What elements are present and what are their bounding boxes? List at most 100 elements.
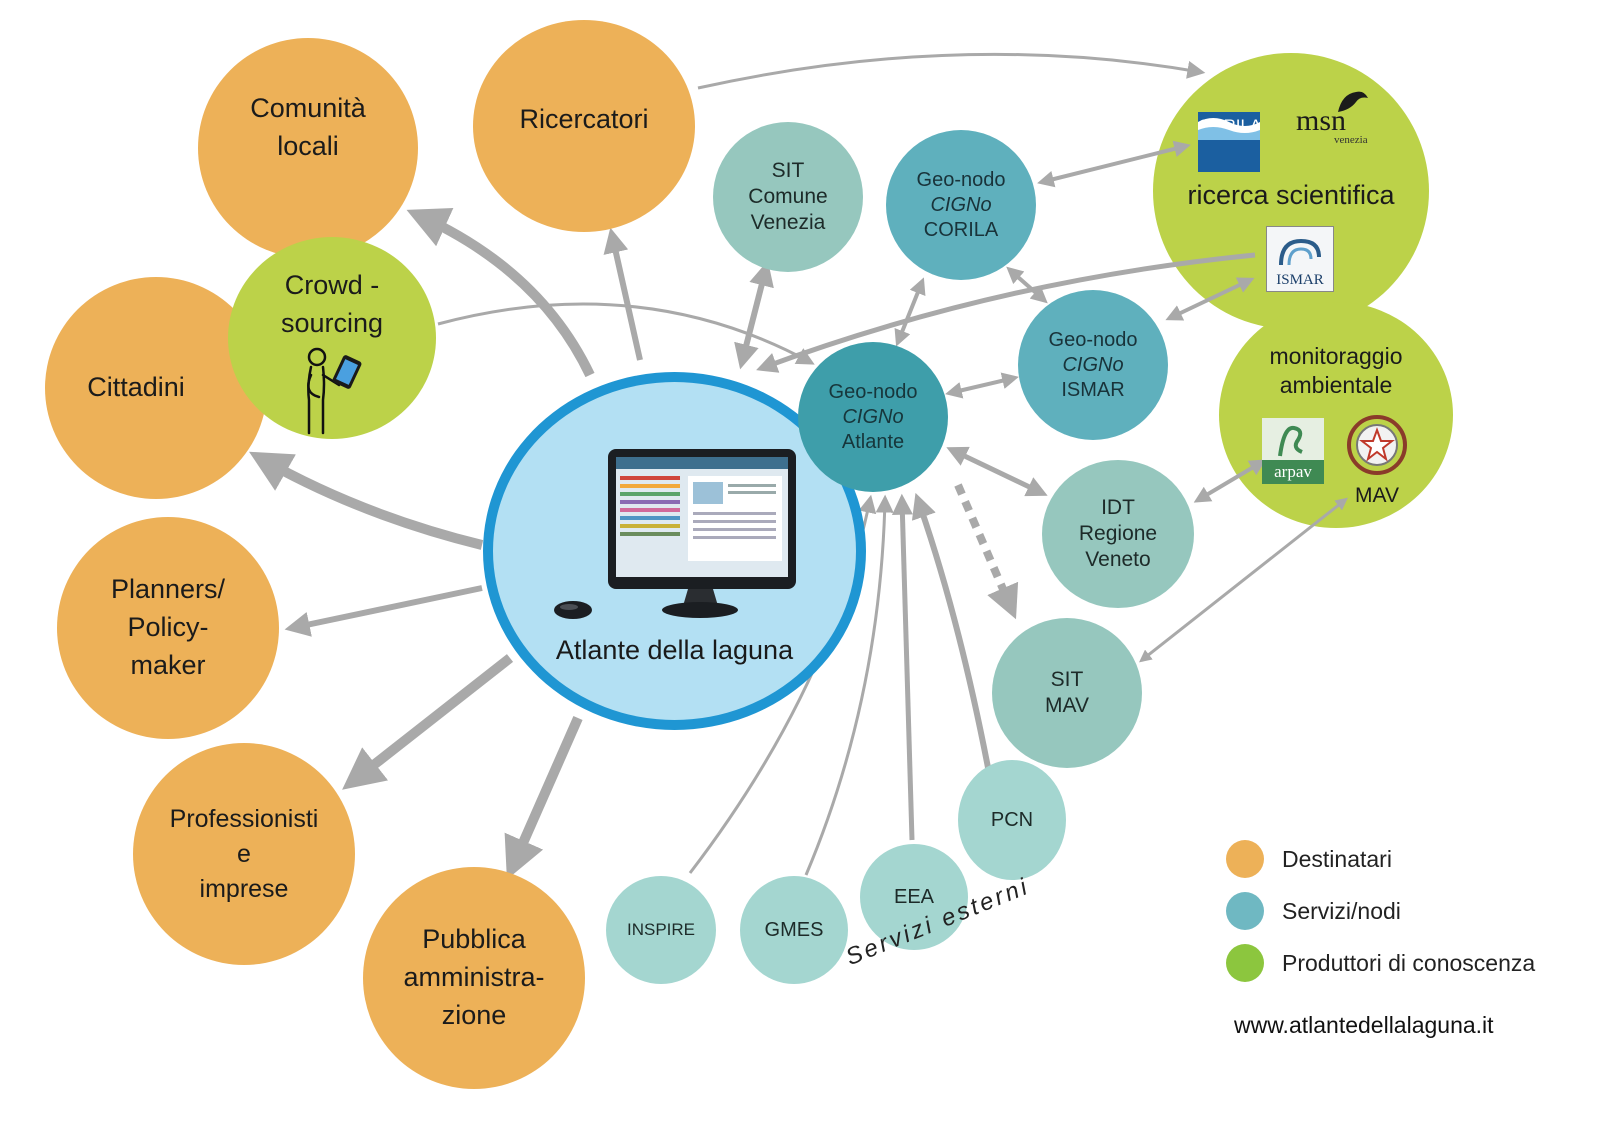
hub-label: Atlante della laguna [555,635,794,665]
arrow-eea-to-atlante [891,493,915,841]
eea-label: EEA [893,885,935,908]
crowd-sourcing-circle: Crowd - sourcing [228,237,436,439]
atlante-node-line2: CIGNo [842,405,904,428]
legend-dot-produttori [1226,944,1264,982]
arrow-hub-to-professionisti [342,654,514,790]
arrow-hub-to-cittadini [249,451,484,550]
planners-policymaker-circle: Planners/ Policy- maker [57,517,279,739]
eea-circle: EEA [860,844,968,950]
planners-label-line3: maker [130,649,206,680]
monitoraggio-label-line2: ambientale [1279,371,1393,398]
sit-mav-line1: SIT [1050,667,1084,691]
ricercatori-label: Ricercatori [519,104,649,135]
idt-line3: Veneto [1085,548,1151,572]
geo-nodo-corila-circle: Geo-nodo CIGNo CORILA [886,130,1036,280]
arrow-crowd-to-atlante [437,302,815,365]
atlante-node-line3: Atlante [841,430,905,453]
pubblica-label-line2: amministra- [403,962,545,993]
professionisti-imprese-circle: Professionisti e imprese [133,743,355,965]
professionisti-label-line2: e [237,839,251,868]
arrow-ismar-node-logo [1165,277,1255,321]
geo-nodo-ismar-circle: Geo-nodo CIGNo ISMAR [1018,290,1168,440]
legend-label-produttori: Produttori di conoscenza [1282,949,1536,976]
arrow-atlante-corila [894,277,926,347]
arrow-gmes-to-atlante [804,494,894,876]
italian-republic-emblem-icon [1347,415,1407,475]
arpav-emblem-icon [1262,418,1324,460]
pubblica-label-line1: Pubblica [422,924,526,955]
arpav-logo: arpav [1262,418,1324,484]
arrow-sitmav-mav [1139,497,1348,663]
comunita-label-line2: locali [277,131,339,161]
geo-nodo-atlante-circle: Geo-nodo CIGNo Atlante [798,342,948,492]
corila-node-line3: CORILA [923,218,999,241]
arrow-hub-sit-venezia [734,260,774,370]
inspire-circle: INSPIRE [606,876,716,984]
idt-line2: Regione [1078,521,1158,545]
pcn-label: PCN [990,808,1034,831]
cittadini-label: Cittadini [87,372,185,403]
sit-comune-venezia-circle: SIT Comune Venezia [713,122,863,272]
computer-monitor-and-mouse-icon [554,449,796,619]
gmes-circle: GMES [740,876,848,984]
legend-produttori: Produttori di conoscenza [1226,944,1535,982]
comunita-locali-circle: Comunità locali [198,38,418,258]
wave-icon [1198,118,1260,140]
ismar-node-line2: CIGNo [1062,353,1124,376]
legend-dot-servizi [1226,892,1264,930]
arrow-hub-to-comunita [406,207,595,378]
sit-venezia-line1: SIT [771,158,805,182]
msn-venezia-logo: msn venezia [1290,86,1380,152]
legend-servizi: Servizi/nodi [1226,892,1401,930]
arrow-idt-arpav [1193,459,1267,503]
arrow-atlante-idt [946,446,1048,497]
legend-label-destinatari: Destinatari [1282,845,1392,872]
person-with-tablet-icon [307,347,362,434]
comunita-label-line1: Comunità [250,93,366,124]
legend-label-servizi: Servizi/nodi [1282,897,1401,924]
msn-logo-subtext: venezia [1334,134,1368,146]
sit-venezia-line3: Venezia [750,211,826,235]
mav-logo: MAV [1344,412,1410,512]
arrow-atlante-ismar [945,372,1019,399]
bird-icon [1338,91,1368,112]
arrow-hub-to-pubblica [504,715,583,880]
legend-dot-destinatari [1226,840,1264,878]
pubblica-amministrazione-circle: Pubblica amministra- zione [363,867,585,1089]
corila-node-line2: CIGNo [930,193,992,216]
pubblica-label-line3: zione [441,999,507,1030]
ismar-node-line3: ISMAR [1061,378,1125,401]
idt-regione-veneto-circle: IDT Regione Veneto [1042,460,1194,608]
professionisti-label-line1: Professionisti [169,804,319,833]
ricerca-scientifica-label: ricerca scientifica [1187,180,1395,210]
corila-logo: CORILA [1198,112,1260,172]
idt-line1: IDT [1101,495,1135,519]
ismar-emblem-icon [1279,238,1321,266]
arrow-ricercatori-to-ricerca [697,52,1206,90]
arrow-hub-ismar-curve [756,252,1256,373]
monitoraggio-ambientale-circle: monitoraggio ambientale [1219,302,1453,528]
monitoraggio-label-line1: monitoraggio [1269,343,1403,369]
atlante-della-laguna-hub: Atlante della laguna [483,372,866,730]
ismar-node-line1: Geo-nodo [1048,328,1138,351]
sit-mav-circle: SIT MAV [992,618,1142,768]
pcn-circle: PCN [958,760,1066,880]
sit-venezia-line2: Comune [748,184,828,208]
arrow-atlante-sitmav-dashed [954,483,1019,620]
inspire-label: INSPIRE [626,920,696,940]
ismar-logo-text: ISMAR [1276,272,1324,288]
website-url[interactable]: www.atlantedellalaguna.it [1234,1012,1494,1038]
arrow-hub-to-planners [284,585,483,637]
ricercatori-circle: Ricercatori [473,20,695,232]
arpav-logo-text: arpav [1274,462,1312,481]
legend-destinatari: Destinatari [1226,840,1392,878]
arrow-hub-to-ricercatori [603,227,643,361]
crowd-label-line2: sourcing [280,307,384,338]
msn-logo-text: msn [1296,104,1347,137]
atlante-node-line1: Geo-nodo [828,380,918,403]
corila-node-line1: Geo-nodo [916,168,1006,191]
arrow-pcn-to-atlante [911,492,993,779]
ismar-logo: ISMAR [1266,226,1334,292]
professionisti-label-line3: imprese [199,874,289,903]
